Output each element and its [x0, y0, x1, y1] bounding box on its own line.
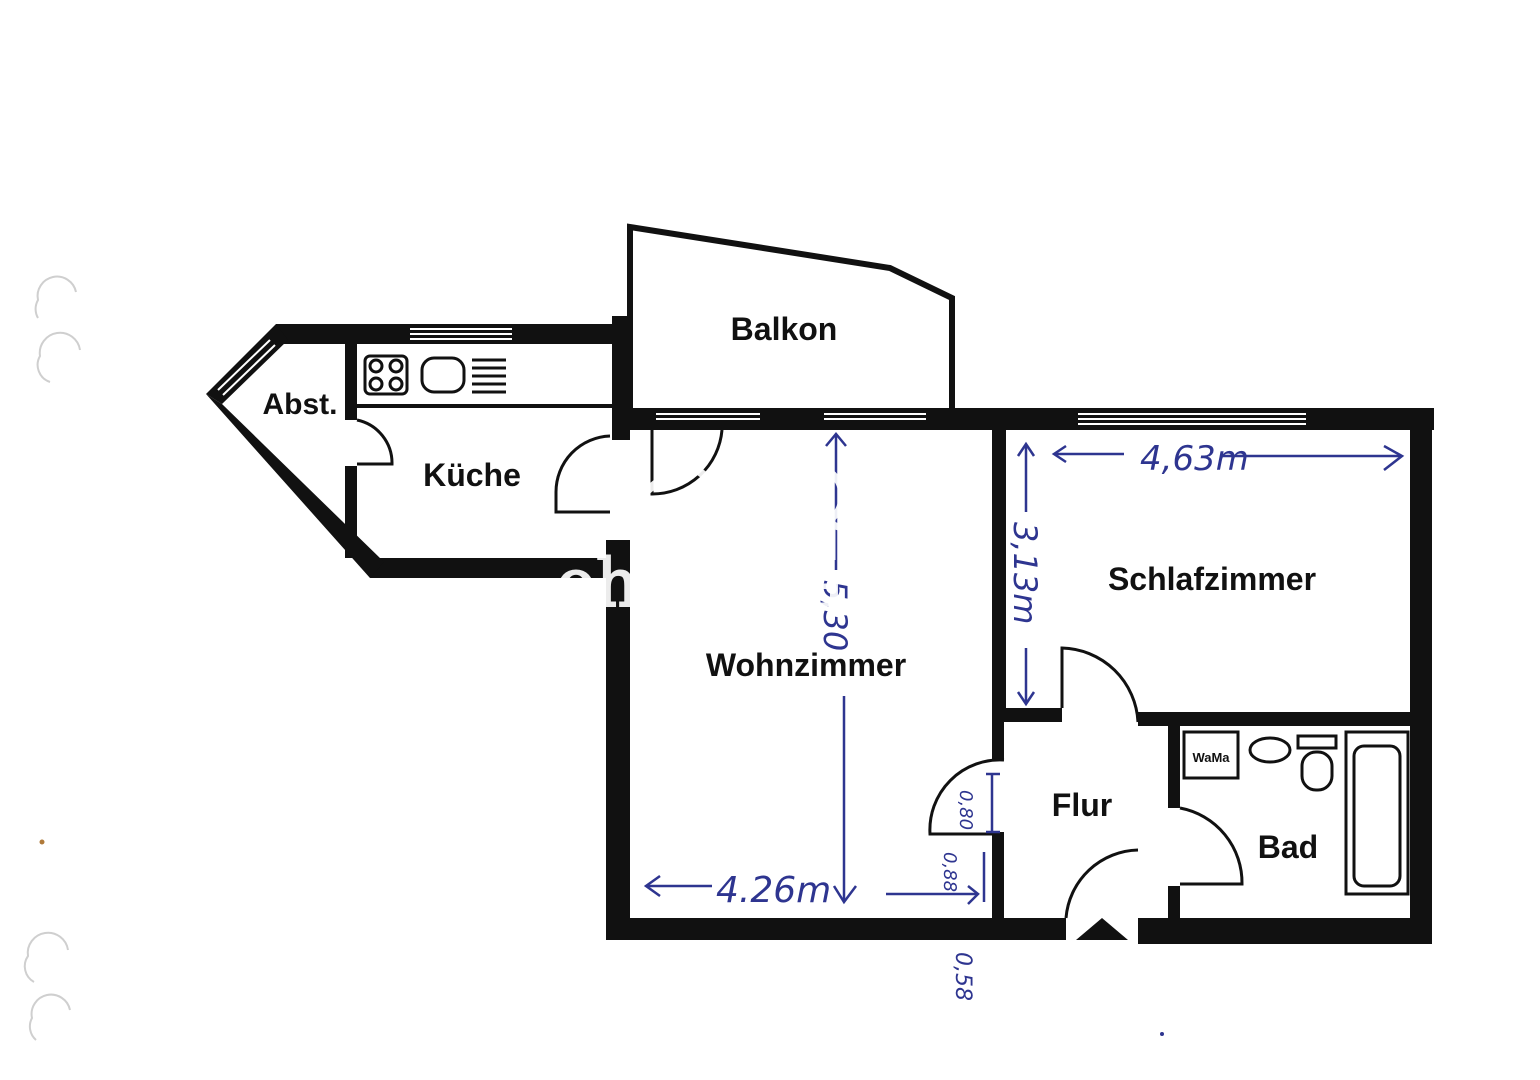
washing-machine-label: WaMa	[1192, 750, 1230, 765]
bathtub-icon	[1344, 730, 1410, 896]
wohn-schlaf-wall	[992, 430, 1006, 720]
abst-kitchen-divider-top	[345, 340, 357, 420]
dim-wohn-depth: 5,30	[816, 580, 854, 651]
main-walls	[606, 408, 1434, 944]
dim-arrowhead	[1051, 444, 1067, 464]
watermark-text: ohne-makler	[556, 545, 976, 622]
abst-window	[217, 339, 276, 396]
kitchen-bottom-wall	[370, 558, 612, 578]
schlaf-flur-wall	[1004, 708, 1062, 722]
stove-icon	[363, 354, 409, 396]
dim-schlaf-depth: 3,13m	[1006, 522, 1044, 624]
window-line	[222, 344, 276, 396]
dim-arrowhead	[1016, 441, 1036, 457]
abst-diagonal-top	[206, 324, 288, 404]
room-label-kueche: Küche	[423, 457, 521, 493]
dim-arrowhead	[967, 885, 980, 905]
window-line	[217, 339, 271, 391]
dim-arrowhead	[1016, 691, 1036, 707]
abst-kitchen-divider-bottom	[345, 466, 357, 558]
binder-hole-2	[36, 331, 81, 383]
door-swings	[356, 418, 1244, 919]
dim-schlaf-width: 4,63m	[1140, 439, 1249, 479]
sink-icon	[420, 356, 466, 394]
door-wohn-flur	[928, 758, 1005, 836]
right-wall	[1410, 410, 1432, 944]
entry-arrow-icon	[1076, 918, 1128, 940]
toilet-icon	[1296, 734, 1338, 792]
door-kueche-wohn	[554, 434, 611, 514]
dim-arrowhead	[832, 885, 857, 905]
balkon-outline	[627, 223, 955, 408]
kitchen-counter-line	[357, 404, 615, 408]
wohn-flur-wall-lower	[992, 720, 1004, 760]
flur-bad-wall-lower	[1168, 886, 1180, 920]
binder-hole-1	[34, 275, 77, 319]
dim-arrowhead	[643, 874, 661, 898]
dim-wohn-width: 4.26m	[716, 870, 831, 911]
wohn-flur-wall-bottom	[992, 832, 1004, 922]
binder-hole-3	[23, 931, 69, 983]
kitchen-walls	[206, 316, 630, 578]
dim-arrowhead	[1383, 444, 1405, 471]
binder-hole-4	[28, 993, 71, 1041]
room-label-wohnzimmer: Wohnzimmer	[706, 647, 906, 683]
kitchen-window	[410, 328, 512, 340]
room-label-schlafzimmer: Schlafzimmer	[1108, 561, 1316, 597]
dimension-lines	[643, 432, 1405, 905]
dim-door-a: 0,80	[955, 790, 976, 830]
bottom-wall-right	[1138, 918, 1432, 944]
binder-holes	[23, 275, 81, 1041]
door-schlaf	[1060, 646, 1140, 723]
drainer-icon	[472, 358, 506, 394]
abst-diagonal-bottom	[206, 394, 384, 578]
dim-arrowhead	[825, 432, 847, 447]
house-icon	[585, 454, 793, 544]
top-windows	[656, 413, 1306, 425]
door-balkon	[650, 429, 724, 496]
door-abst	[356, 418, 394, 466]
room-label-flur: Flur	[1052, 787, 1112, 823]
paper-speck	[39, 839, 45, 845]
room-label-abst: Abst.	[263, 388, 338, 421]
door-entry	[1064, 848, 1139, 919]
kitchen-right-wall	[612, 316, 630, 436]
room-label-balkon: Balkon	[731, 311, 838, 347]
wohn-left-wall-lower	[606, 540, 630, 940]
dim-door-c: 0,58	[950, 952, 975, 1001]
wohn-left-wall-upper	[612, 430, 630, 440]
paper-speck	[1160, 1032, 1164, 1036]
bottom-wall-left	[606, 918, 1066, 940]
door-bad	[1179, 806, 1244, 886]
room-label-bad: Bad	[1258, 829, 1318, 865]
flur-bad-wall-upper	[1168, 726, 1180, 808]
dim-door-b: 0,88	[939, 852, 960, 892]
washbasin-icon	[1248, 736, 1292, 764]
schlaf-bad-wall	[1138, 712, 1412, 726]
tree-icon	[778, 462, 876, 560]
washing-machine-box	[1182, 730, 1240, 780]
watermark: ohne-makler	[555, 454, 977, 623]
